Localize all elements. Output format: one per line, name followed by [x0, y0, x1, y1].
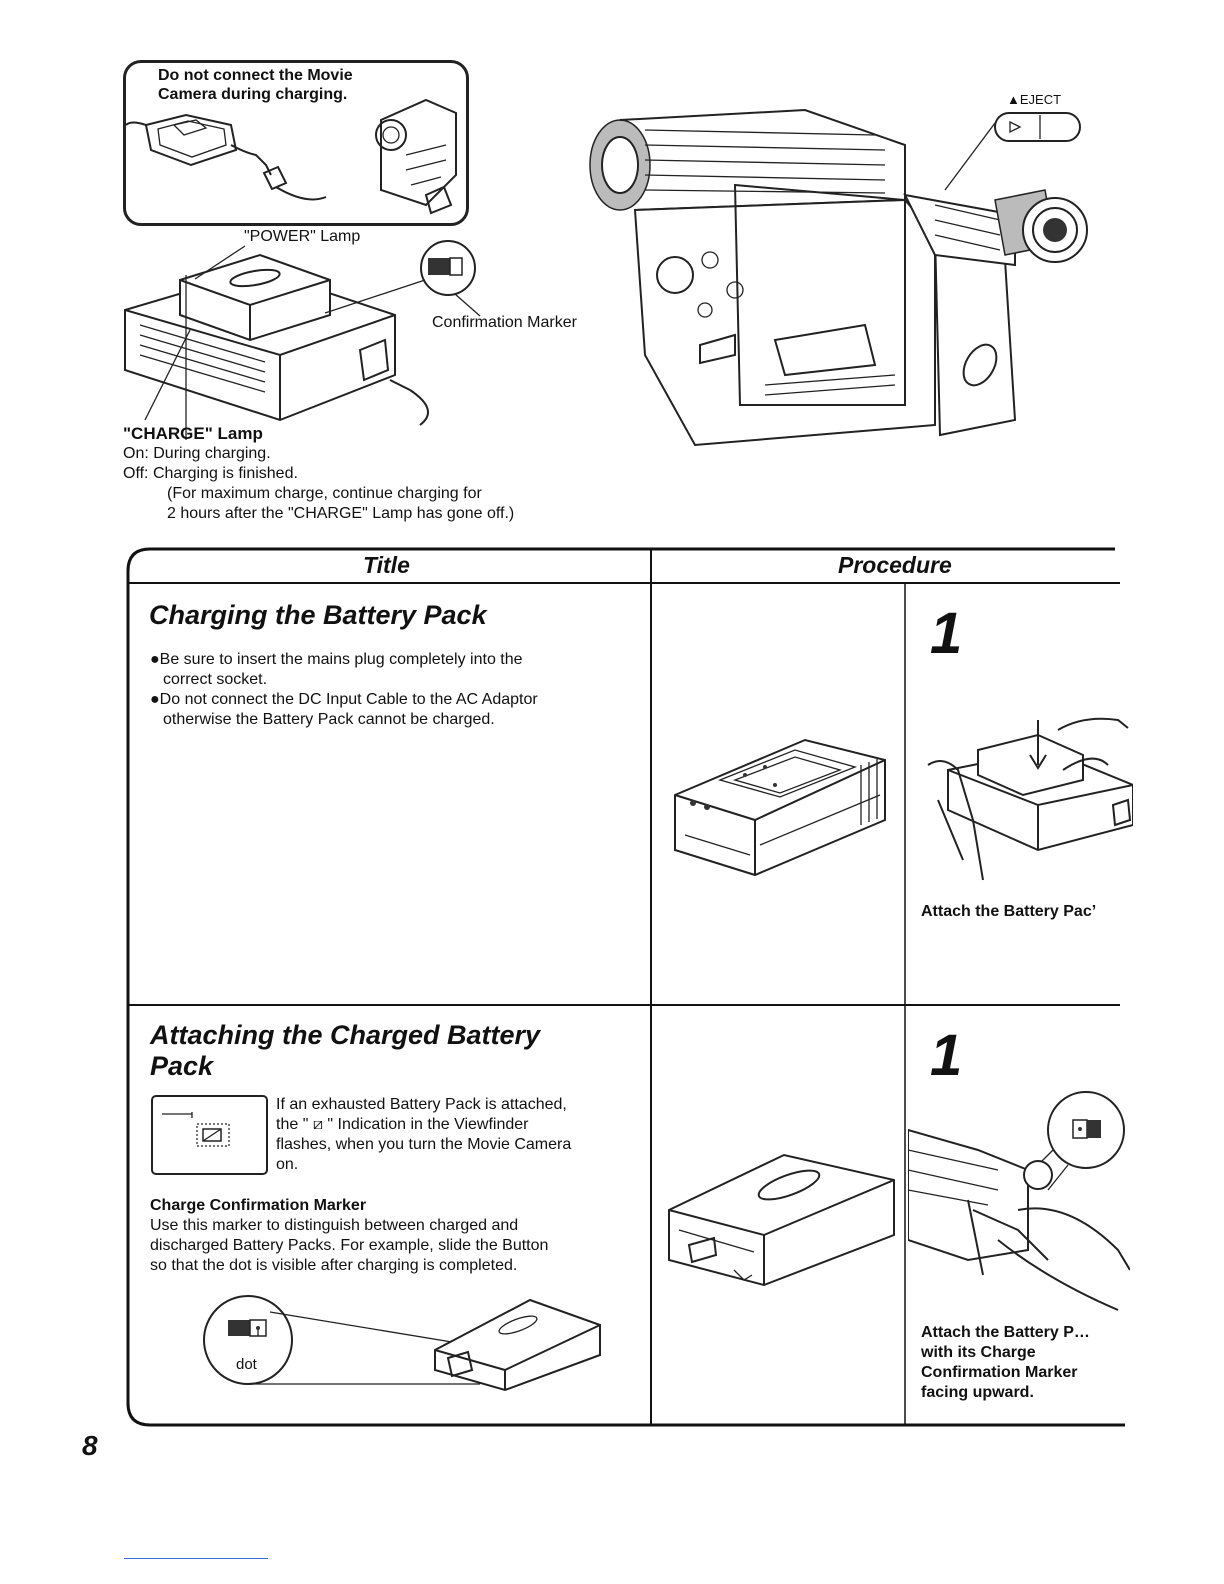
warning-line-1: Do not connect the Movie — [158, 67, 353, 84]
section2-marker-line2: discharged Battery Packs. For example, s… — [150, 1237, 549, 1254]
section2-title-line1: Attaching the Charged Battery — [150, 1020, 541, 1050]
dot-label: dot — [236, 1356, 257, 1373]
footer-rule — [124, 1558, 268, 1559]
attach-battery-to-adaptor-illustration — [927, 717, 1133, 881]
section2-step-caption-4: facing upward. — [921, 1384, 1034, 1401]
section2-step-number: 1 — [930, 1023, 963, 1088]
charger-with-battery-illustration — [124, 253, 429, 440]
eject-label: ▲EJECT — [1007, 92, 1062, 107]
section2-marker-heading: Charge Confirmation Marker — [150, 1197, 367, 1214]
battery-dot-marker-illustration — [203, 1295, 601, 1392]
section1-bullet2-line2: otherwise the Battery Pack cannot be cha… — [163, 711, 495, 728]
adaptor-camera-connection-illustration — [126, 98, 457, 215]
viewfinder-indicator-box — [151, 1095, 268, 1175]
charge-lamp-on-text: On: During charging. — [123, 445, 271, 462]
charge-note-line-2: 2 hours after the "CHARGE" Lamp has gone… — [167, 505, 515, 522]
page-number: 8 — [82, 1430, 98, 1461]
charge-lamp-title: "CHARGE" Lamp — [123, 424, 263, 443]
section1-step-number: 1 — [930, 601, 963, 666]
section2-step-caption-1: Attach the Battery P… — [921, 1324, 1090, 1341]
section2-marker-text: Charge Confirmation Marker Use this mark… — [150, 1196, 645, 1276]
section2-step-caption-3: Confirmation Marker — [921, 1364, 1078, 1381]
battery-pack-illustration — [668, 1153, 895, 1287]
section1-bullet1-line1: ●Be sure to insert the mains plug comple… — [150, 651, 523, 668]
section2-step-caption-2: with its Charge — [921, 1344, 1036, 1361]
confirmation-marker-label: Confirmation Marker — [432, 314, 577, 331]
section2-note-line1: If an exhausted Battery Pack is attached… — [276, 1096, 567, 1113]
attach-battery-to-camera-illustration — [908, 1091, 1130, 1311]
section2-step-caption: Attach the Battery P… with its Charge Co… — [921, 1323, 1090, 1403]
charge-lamp-text: "CHARGE" Lamp On: During charging. Off: … — [123, 424, 643, 524]
eject-button-icon — [994, 112, 1081, 142]
warning-text: Do not connect the Movie Camera during c… — [158, 66, 353, 104]
ac-adaptor-illustration — [674, 738, 886, 877]
charge-lamp-off-text: Off: Charging is finished. — [123, 465, 298, 482]
section1-bullets: ●Be sure to insert the mains plug comple… — [150, 650, 640, 730]
section1-bullet2-line1: ●Do not connect the DC Input Cable to th… — [150, 691, 538, 708]
camcorder-illustration — [589, 108, 1088, 447]
charge-lamp-leader — [144, 330, 191, 421]
warning-line-2: Camera during charging. — [158, 86, 348, 103]
section2-note-line3: flashes, when you turn the Movie Camera — [276, 1136, 572, 1153]
section1-bullet1-line2: correct socket. — [163, 671, 268, 688]
section2-viewfinder-note: If an exhausted Battery Pack is attached… — [276, 1095, 646, 1175]
section2-title-line2: Pack — [150, 1051, 214, 1081]
section2-marker-line1: Use this marker to distinguish between c… — [150, 1217, 519, 1234]
charge-note-line-1: (For maximum charge, continue charging f… — [167, 485, 482, 502]
section2-note-line2: the " ⧄ " Indication in the Viewfinder — [276, 1116, 529, 1133]
section1-step-caption: Attach the Battery Pacʼ — [921, 903, 1097, 920]
power-lamp-leader — [194, 245, 246, 280]
section2-title: Attaching the Charged Battery Pack — [150, 1020, 540, 1082]
section2-marker-line3: so that the dot is visible after chargin… — [150, 1257, 518, 1274]
table-header-procedure: Procedure — [838, 552, 952, 578]
table-header-title: Title — [363, 552, 410, 578]
section1-title: Charging the Battery Pack — [149, 600, 487, 630]
warning-callout-box — [123, 60, 469, 226]
confirmation-marker-magnifier — [324, 240, 481, 317]
section2-note-line4: on. — [276, 1156, 299, 1173]
power-lamp-label: "POWER" Lamp — [244, 228, 361, 245]
